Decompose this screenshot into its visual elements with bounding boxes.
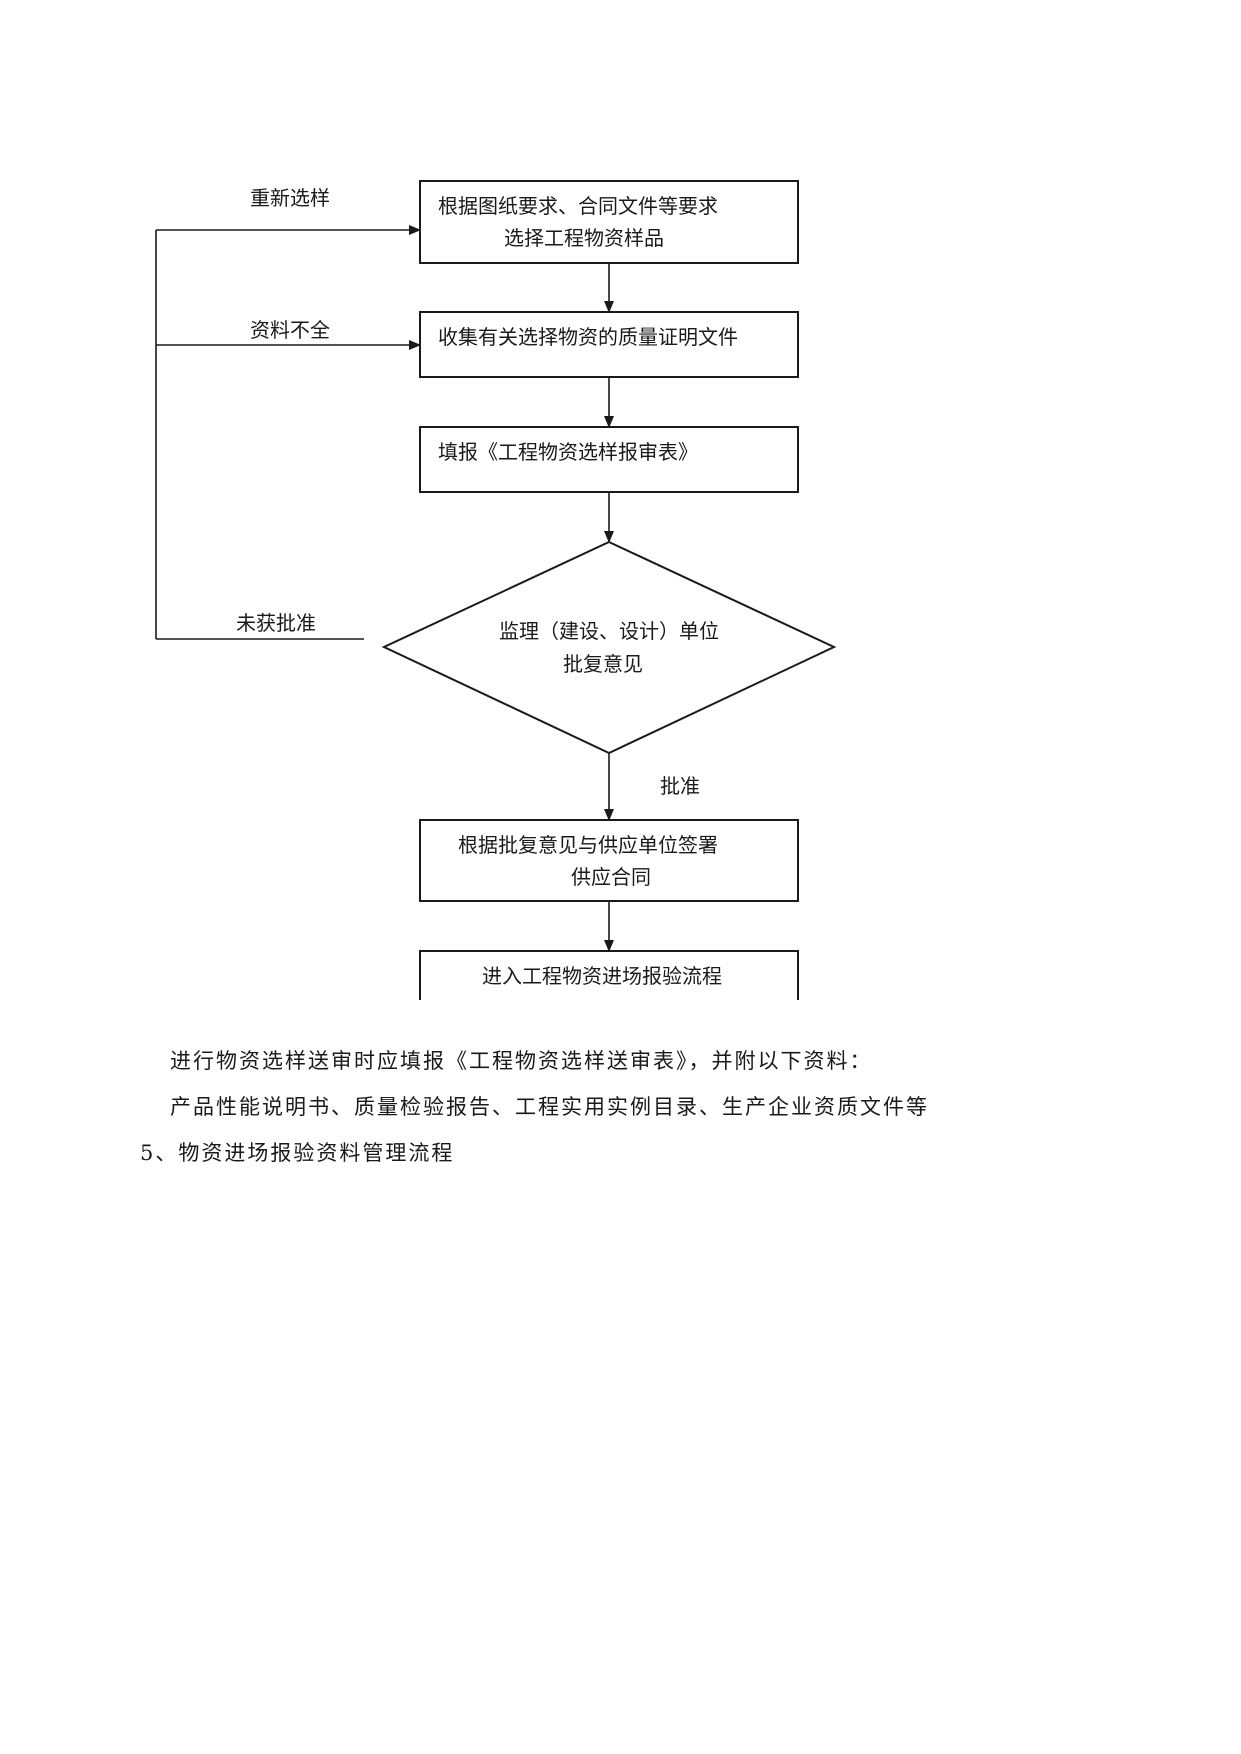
edge-label-approved: 批准 (660, 774, 700, 798)
node-collect-docs-line-1: 收集有关选择物资的质量证明文件 (438, 325, 738, 349)
node-enter-inspection-line-1: 进入工程物资进场报验流程 (482, 964, 722, 988)
node-collect-docs: 收集有关选择物资的质量证明文件 (419, 311, 799, 378)
section-heading: 5、物资进场报验资料管理流程 (140, 1141, 455, 1165)
body-paragraph-2: 产品性能说明书、质量检验报告、工程实用实例目录、生产企业资质文件等 (170, 1095, 929, 1119)
node-select-sample: 根据图纸要求、合同文件等要求 选择工程物资样品 (419, 180, 799, 264)
node-sign-contract: 根据批复意见与供应单位签署 供应合同 (419, 819, 799, 902)
node-review-line-1: 监理（建设、设计）单位 (499, 619, 719, 643)
node-fill-form-line-1: 填报《工程物资选样报审表》 (438, 440, 698, 464)
node-review-line-2: 批复意见 (563, 652, 643, 676)
edge-label-incomplete: 资料不全 (250, 318, 330, 342)
node-sign-contract-line-2: 供应合同 (571, 865, 651, 889)
node-sign-contract-line-1: 根据批复意见与供应单位签署 (458, 833, 718, 857)
edge-label-not-approved: 未获批准 (236, 611, 316, 635)
node-select-sample-line-1: 根据图纸要求、合同文件等要求 (438, 194, 718, 218)
node-enter-inspection: 进入工程物资进场报验流程 (419, 950, 799, 1000)
body-paragraph-1: 进行物资选样送审时应填报《工程物资选样送审表》，并附以下资料： (170, 1049, 873, 1073)
material-sample-flowchart: 根据图纸要求、合同文件等要求 选择工程物资样品 收集有关选择物资的质量证明文件 … (155, 180, 837, 1000)
node-select-sample-line-2: 选择工程物资样品 (504, 226, 664, 250)
node-fill-form: 填报《工程物资选样报审表》 (419, 426, 799, 493)
edge-label-reselect: 重新选样 (250, 186, 330, 210)
node-review-decision: 监理（建设、设计）单位 批复意见 (381, 540, 837, 755)
